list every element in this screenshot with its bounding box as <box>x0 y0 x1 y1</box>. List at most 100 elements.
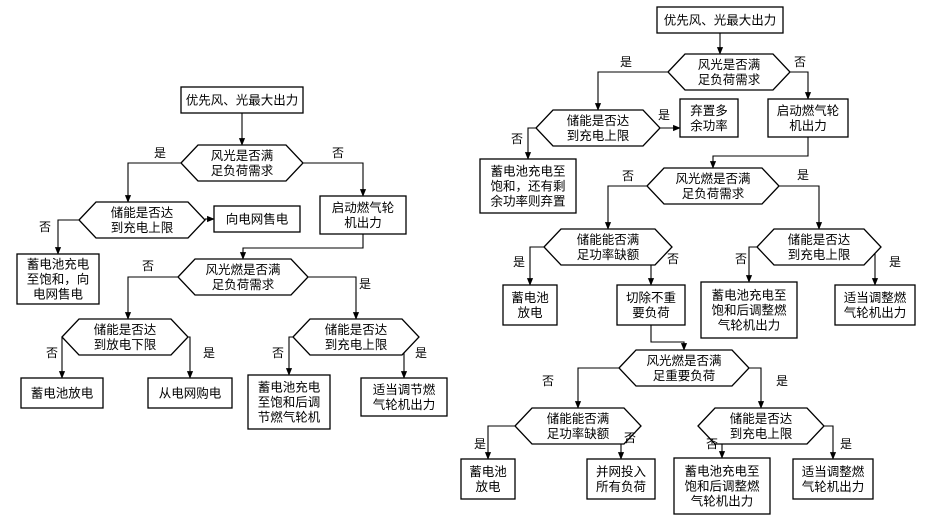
right-decision-2-text-2: 到充电上限 <box>567 128 630 143</box>
left-start-turbine-box-text-1: 启动燃气轮 <box>332 200 395 215</box>
yes-label-10: 是 <box>620 55 632 69</box>
right-decision-1-shape <box>667 53 791 91</box>
left-decision-5-text-1: 储能是否达 <box>325 322 388 337</box>
right-discharge-box-1-text-1: 蓄电池 <box>511 290 549 305</box>
right-decision-7-text-2: 足功率缺额 <box>547 426 610 441</box>
left-decision-5-shape <box>292 318 420 356</box>
no-label-11: 否 <box>794 55 806 69</box>
left-charge-adjust-box-text-1: 蓄电池充电 <box>258 380 321 395</box>
yes-label-15: 是 <box>797 168 809 182</box>
right-charge-discard-box-text-3: 余功率则弃置 <box>490 194 565 209</box>
left-adjust-turbine-box-text-1: 适当调节燃 <box>373 382 436 397</box>
right-charge-adjust-box-1-text-2: 饱和后调整燃 <box>711 303 787 318</box>
right-decision-6-shape <box>618 349 750 387</box>
left-grid-sell-box-text-1: 向电网售电 <box>226 212 289 227</box>
right-decision-4-text-1: 储能能否满 <box>577 232 640 247</box>
left-decision-4-text-2: 到放电下限 <box>94 337 157 352</box>
right-charge-discard-box-text-2: 饱和，还有剩 <box>490 179 565 194</box>
right-connect-all-box-shape <box>586 458 656 500</box>
left-decision-2-shape <box>78 201 206 239</box>
right-decision-5-text-1: 储能是否达 <box>788 232 851 247</box>
right-charge-adjust-box-2-text-2: 饱和后调整燃 <box>684 479 760 494</box>
left-decision-3-shape <box>177 258 309 296</box>
no-label-24: 否 <box>706 437 718 451</box>
no-label-3: 否 <box>39 220 51 234</box>
right-decision-4-shape <box>543 228 673 266</box>
right-decision-2-text-1: 储能是否达 <box>567 113 630 128</box>
right-decision-3-shape <box>646 167 780 205</box>
right-decision-6-text-1: 风光燃是否满 <box>646 353 721 368</box>
right-start-turbine-box-text-2: 机出力 <box>789 118 827 133</box>
right-decision-3-text-2: 足负荷需求 <box>682 186 745 201</box>
no-label-14: 否 <box>622 169 634 183</box>
yes-label-9: 是 <box>415 346 427 360</box>
right-adjust-turbine-box-1-text-2: 气轮机出力 <box>844 305 907 320</box>
left-discharge-box-text-1: 蓄电池放电 <box>31 386 94 401</box>
right-charge-adjust-box-1-shape <box>700 281 798 339</box>
no-label-20: 否 <box>542 374 554 388</box>
left-grid-sell-box: 向电网售电 <box>213 205 301 233</box>
yes-label-1: 是 <box>154 146 166 160</box>
right-discharge-box-1: 蓄电池放电 <box>502 284 558 326</box>
left-grid-buy-box-shape <box>147 377 233 409</box>
left-charge-adjust-box-text-2: 至饱和后调 <box>258 395 321 410</box>
right-adjust-turbine-box-1-shape <box>834 284 916 326</box>
left-charge-sell-box-shape <box>16 253 100 305</box>
no-label-23: 否 <box>624 431 636 445</box>
left-decision-2-text-1: 储能是否达 <box>111 205 174 220</box>
left-start-box-text-1: 优先风、光最大出力 <box>186 93 299 108</box>
no-label-13: 否 <box>511 132 523 146</box>
left-charge-sell-box-text-2: 至饱和，向 <box>27 272 90 287</box>
right-discard-box-shape <box>679 98 739 138</box>
right-adjust-turbine-box-2-text-2: 气轮机出力 <box>802 479 865 494</box>
right-charge-discard-box-text-1: 蓄电池充电至 <box>490 164 565 179</box>
right-charge-adjust-box-1-text-3: 气轮机出力 <box>718 318 781 333</box>
right-start-box-text-1: 优先风、光最大出力 <box>664 13 777 28</box>
right-decision-4-text-2: 足功率缺额 <box>577 247 640 262</box>
right-discharge-box-2-text-2: 放电 <box>475 479 501 494</box>
left-discharge-box-shape <box>20 377 104 409</box>
left-decision-4-shape <box>61 318 189 356</box>
left-adjust-turbine-box-text-2: 气轮机出力 <box>373 397 436 412</box>
yes-label-21: 是 <box>776 374 788 388</box>
no-label-2: 否 <box>332 146 344 160</box>
right-start-box: 优先风、光最大出力 <box>656 6 784 34</box>
connector-21 <box>526 246 544 286</box>
right-discard-box-text-1: 弃置多 <box>690 103 728 118</box>
left-decision-3-text-1: 风光燃是否满 <box>205 262 280 277</box>
connector-19 <box>604 185 647 230</box>
right-charge-adjust-box-2-text-1: 蓄电池充电至 <box>684 464 759 479</box>
yes-label-19: 是 <box>889 255 901 269</box>
connector-18 <box>709 137 809 169</box>
right-charge-adjust-box-2-shape <box>673 457 771 515</box>
left-adjust-turbine-box-shape <box>360 377 448 417</box>
connector-28 <box>484 425 515 460</box>
connector-17 <box>524 127 536 160</box>
connector-3 <box>303 162 367 197</box>
right-shed-load-box-text-2: 要负荷 <box>632 305 670 320</box>
right-discharge-box-2: 蓄电池放电 <box>460 458 516 500</box>
connector-7 <box>124 276 178 320</box>
right-discharge-box-1-shape <box>502 284 558 326</box>
left-decision-2-text-2: 到充电上限 <box>111 220 174 235</box>
right-adjust-turbine-box-1-text-1: 适当调整燃 <box>844 290 907 305</box>
